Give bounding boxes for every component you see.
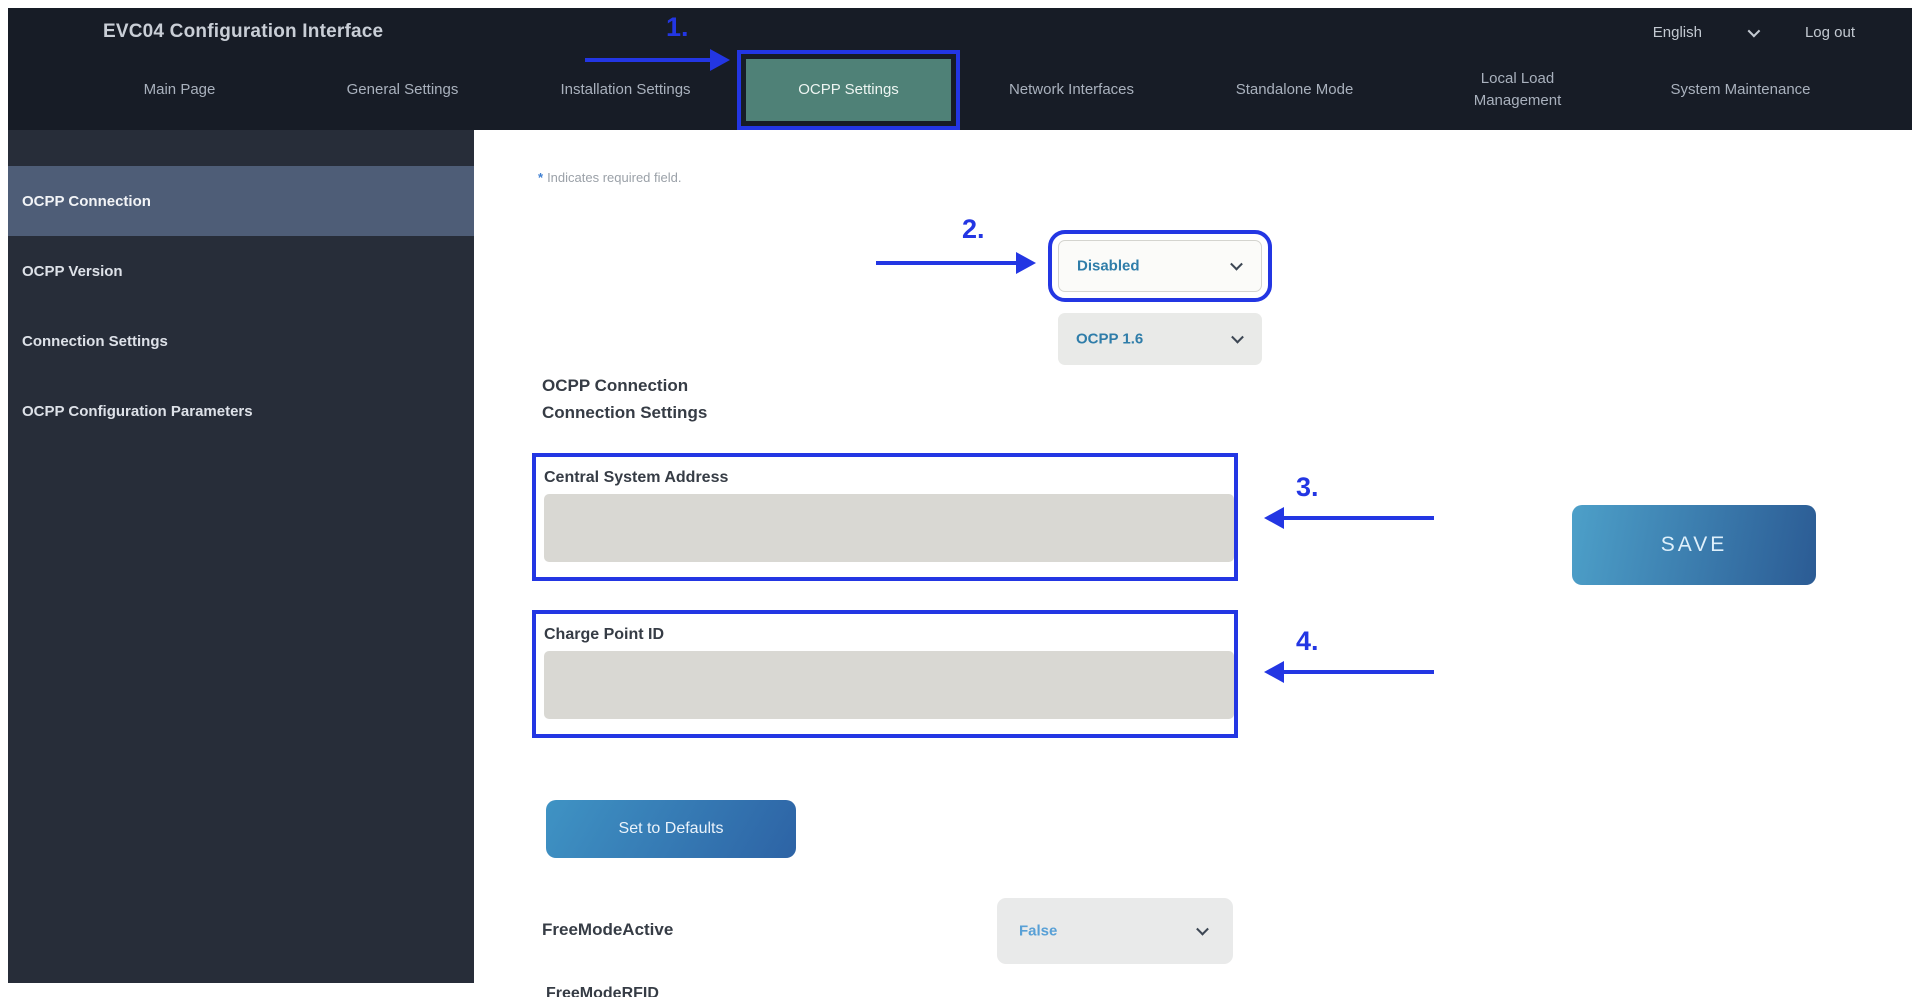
free-mode-rfid-label: FreeModeRFID bbox=[546, 985, 659, 997]
chevron-down-icon bbox=[1747, 24, 1761, 38]
main-content: *Indicates required field. OCPP Connecti… bbox=[474, 130, 1912, 997]
chevron-down-icon bbox=[1231, 330, 1244, 344]
language-label: English bbox=[1652, 24, 1702, 41]
tab-local-load-management-label: Local Load Management bbox=[1473, 70, 1562, 109]
sidebar-item-ocpp-configuration-parameters[interactable]: OCPP Configuration Parameters bbox=[22, 402, 253, 420]
tab-general-settings[interactable]: General Settings bbox=[346, 81, 459, 99]
save-button[interactable]: SAVE bbox=[1572, 505, 1816, 585]
ocpp-version-select[interactable]: OCPP 1.6 bbox=[1058, 313, 1262, 365]
header-right: English Log out bbox=[1653, 24, 1855, 41]
chevron-down-icon bbox=[1230, 257, 1243, 271]
free-mode-active-value: False bbox=[1019, 922, 1058, 940]
logout-button[interactable]: Log out bbox=[1804, 24, 1855, 41]
active-tab-highlight: OCPP Settings bbox=[737, 50, 960, 130]
central-system-address-label: Central System Address bbox=[544, 469, 729, 486]
required-asterisk-icon: * bbox=[538, 170, 544, 185]
sidebar: OCPP Connection OCPP Version Connection … bbox=[8, 130, 474, 983]
main-nav: Main Page General Settings Installation … bbox=[8, 50, 1912, 130]
tab-standalone-mode[interactable]: Standalone Mode bbox=[1235, 81, 1354, 99]
connection-settings-heading: Connection Settings bbox=[542, 403, 708, 422]
charge-point-id-label: Charge Point ID bbox=[544, 626, 665, 643]
annotation-box-central-system-address: Central System Address bbox=[532, 453, 1238, 581]
header: EVC04 Configuration Interface English Lo… bbox=[8, 8, 1912, 130]
tab-local-load-management[interactable]: Local Load Management bbox=[1406, 68, 1629, 112]
free-mode-active-label: FreeModeActive bbox=[542, 920, 674, 939]
ocpp-connection-value: Disabled bbox=[1077, 257, 1140, 275]
tab-ocpp-settings[interactable]: OCPP Settings bbox=[737, 50, 960, 130]
ocpp-connection-label: OCPP Connection bbox=[542, 376, 689, 395]
free-mode-active-select[interactable]: False bbox=[997, 898, 1233, 964]
sidebar-item-ocpp-connection[interactable]: OCPP Connection bbox=[8, 166, 474, 236]
central-system-address-input[interactable] bbox=[544, 494, 1234, 562]
set-to-defaults-button[interactable]: Set to Defaults bbox=[546, 800, 796, 858]
required-note-text: Indicates required field. bbox=[547, 170, 682, 185]
required-field-note: *Indicates required field. bbox=[538, 170, 681, 185]
chevron-down-icon bbox=[1196, 922, 1209, 936]
sidebar-item-connection-settings[interactable]: Connection Settings bbox=[22, 332, 168, 350]
tab-installation-settings[interactable]: Installation Settings bbox=[560, 81, 691, 99]
tab-network-interfaces[interactable]: Network Interfaces bbox=[1008, 81, 1135, 99]
app-frame: EVC04 Configuration Interface English Lo… bbox=[8, 8, 1912, 997]
ocpp-version-value: OCPP 1.6 bbox=[1076, 330, 1144, 348]
page-title: EVC04 Configuration Interface bbox=[103, 21, 384, 42]
body: OCPP Connection OCPP Version Connection … bbox=[8, 130, 1912, 997]
tab-system-maintenance[interactable]: System Maintenance bbox=[1670, 81, 1811, 99]
ocpp-connection-select[interactable]: Disabled bbox=[1048, 230, 1272, 302]
charge-point-id-input[interactable] bbox=[544, 651, 1234, 719]
sidebar-item-ocpp-version[interactable]: OCPP Version bbox=[22, 262, 123, 280]
tab-main-page[interactable]: Main Page bbox=[143, 81, 216, 99]
annotation-box-charge-point-id: Charge Point ID bbox=[532, 610, 1238, 738]
language-selector[interactable]: English bbox=[1652, 24, 1761, 41]
